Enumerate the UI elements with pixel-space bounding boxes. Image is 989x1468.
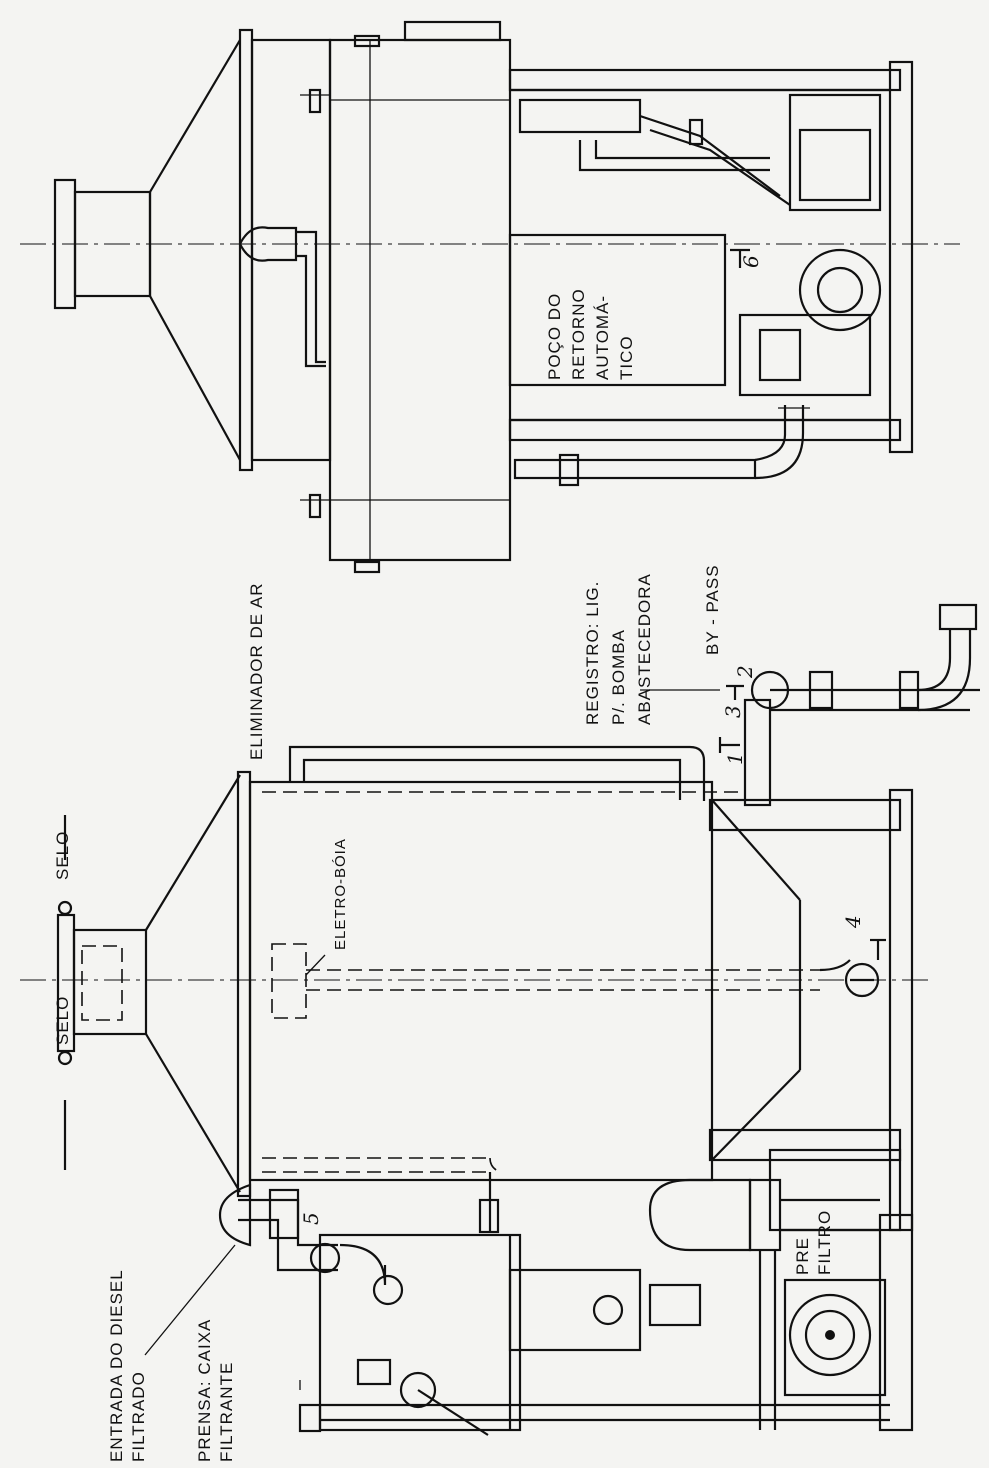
- pre-filtro-line2: FILTRO: [815, 1210, 834, 1275]
- selo-label-top: SELO: [53, 831, 72, 880]
- pre-filtro-line1: PRE: [793, 1237, 812, 1275]
- valve-number-4: 4: [841, 915, 865, 929]
- by-pass-label: BY - PASS: [703, 564, 722, 655]
- lower-unit-view: 4 2 3 1: [20, 603, 980, 1436]
- valve-number-1: 1: [723, 752, 747, 765]
- poco-label-line4: TICO: [617, 335, 636, 380]
- registro-label-line1: REGISTRO: LIG.: [583, 581, 602, 725]
- prensa-label-line1: PRENSA: CAIXA: [195, 1319, 214, 1462]
- poco-label-line1: POÇO DO: [545, 293, 564, 380]
- registro-label-line3: ABASTECEDORA: [635, 573, 654, 725]
- valve-number-3: 3: [721, 705, 745, 718]
- poco-label-line3: AUTOMÁ-: [593, 295, 612, 380]
- poco-label-line2: RETORNO: [569, 288, 588, 380]
- prensa-label-line2: FILTRANTE: [217, 1362, 236, 1462]
- entrada-diesel-line2: FILTRADO: [129, 1371, 148, 1462]
- valve-number-6: 6: [739, 255, 763, 268]
- selo-label-bottom: SELO: [53, 996, 72, 1045]
- valve-number-5: 5: [299, 1212, 323, 1225]
- registro-label-line2: P/. BOMBA: [609, 629, 628, 725]
- upper-unit-view: 6 POÇO DO RETORNO AUTOMÁ- TICO: [20, 20, 960, 574]
- entrada-diesel-line1: ENTRADA DO DIESEL: [107, 1269, 126, 1462]
- eliminador-de-ar-label: ELIMINADOR DE AR: [247, 582, 266, 760]
- eletro-boia-label: ELETRO-BÓIA: [332, 838, 349, 950]
- valve-number-2: 2: [733, 665, 757, 679]
